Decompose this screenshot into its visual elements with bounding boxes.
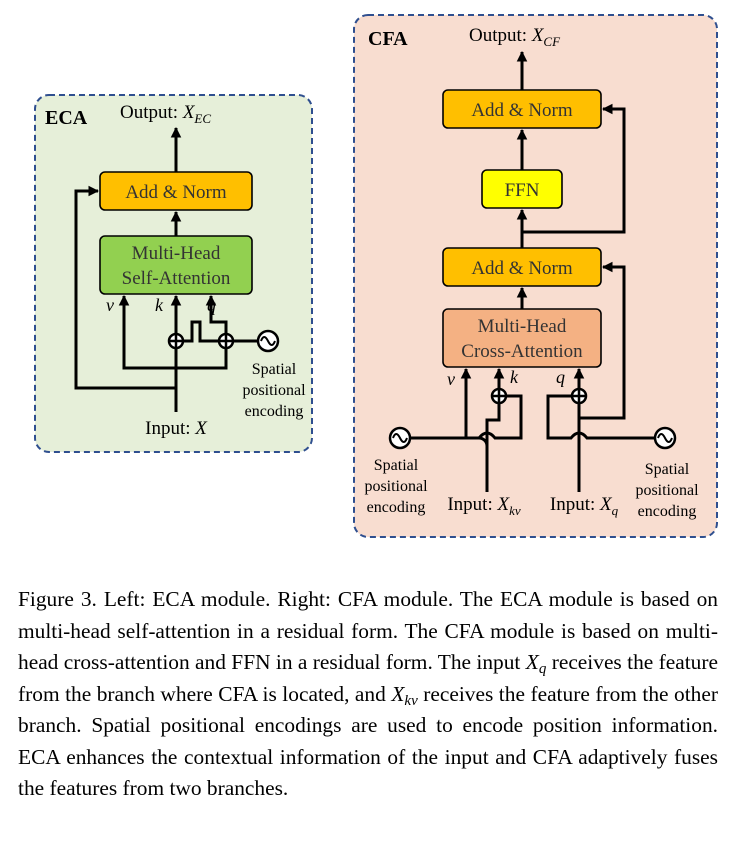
eca-spatial-line1: Spatial [252, 361, 297, 378]
cfa-v-label: v [447, 369, 455, 389]
cfa-bottom-residual-arrow [579, 261, 626, 420]
cfa-top-residual-arrow [522, 103, 626, 234]
caption-xq-sub: q [538, 661, 547, 677]
cfa-left-positional-encoding-icon [388, 426, 412, 450]
eca-attention-line2: Self-Attention [122, 268, 231, 289]
eca-add-k-icon [167, 332, 185, 350]
eca-connections [74, 126, 258, 412]
cfa-panel: CFA Output: XCF Add & Norm FFN Add & Nor… [353, 14, 718, 538]
eca-k-label: k [155, 295, 164, 315]
cfa-right-spatial-line3: encoding [638, 503, 697, 520]
eca-residual-arrow [74, 185, 176, 390]
cfa-ffn-label: FFN [505, 180, 540, 201]
caption-text-1: Figure 3. Left: ECA module. Right: CFA m… [18, 587, 718, 674]
eca-add-q-icon [217, 332, 235, 350]
cfa-add-norm-bottom-label: Add & Norm [471, 258, 573, 279]
eca-q-input-branch [176, 347, 228, 370]
caption-text-3: receives the feature from the other bran… [18, 681, 718, 801]
caption-xkv-var: X [391, 681, 405, 706]
figure-caption: Figure 3. Left: ECA module. Right: CFA m… [18, 584, 718, 805]
cfa-add-q-icon [570, 387, 588, 405]
eca-title: ECA [45, 107, 88, 129]
cfa-left-spatial-hop [477, 394, 523, 440]
eca-v-arrow [118, 294, 176, 370]
cfa-add-k-icon [490, 387, 508, 405]
cfa-input-kv-label: Input: Xkv [447, 494, 521, 518]
eca-spatial-line2: positional [242, 382, 306, 399]
cfa-attention-line2: Cross-Attention [461, 341, 583, 362]
caption-xq-var: X [525, 650, 539, 674]
eca-attention-line1: Multi-Head [132, 243, 221, 264]
eca-positional-encoding-icon [256, 329, 280, 353]
eca-v-label: v [106, 295, 114, 315]
cfa-left-spatial-line3: encoding [367, 499, 426, 516]
eca-output-label: Output: XEC [120, 102, 211, 126]
cfa-left-spatial-line2: positional [364, 478, 428, 495]
cfa-q-label: q [556, 367, 565, 387]
eca-q-arrow [205, 294, 228, 334]
eca-input-label: Input: X [145, 418, 208, 439]
cfa-title: CFA [368, 28, 408, 50]
cfa-right-spatial-line1: Spatial [645, 461, 690, 478]
cfa-attention-line1: Multi-Head [478, 316, 567, 337]
cfa-k-label: k [510, 367, 519, 387]
cfa-output-label: Output: XCF [469, 25, 561, 49]
caption-text-2: receives the feature from the branch whe… [18, 650, 718, 706]
cfa-connections [410, 50, 655, 492]
cfa-left-spatial-line1: Spatial [374, 457, 419, 474]
cfa-input-q-label: Input: Xq [550, 494, 619, 518]
cfa-add-norm-top-label: Add & Norm [471, 100, 573, 121]
cfa-right-spatial-line [546, 394, 655, 440]
eca-panel: ECA Output: XEC Add & Norm Multi-Head Se… [34, 94, 313, 453]
cfa-right-spatial-line2: positional [635, 482, 699, 499]
eca-pos-to-k-hop [183, 320, 226, 343]
eca-spatial-line3: encoding [245, 403, 304, 420]
caption-xkv-sub: kv [404, 692, 418, 709]
architecture-diagram: ECA Output: XEC Add & Norm Multi-Head Se… [34, 14, 718, 538]
cfa-right-positional-encoding-icon [653, 426, 677, 450]
eca-add-norm-label: Add & Norm [125, 182, 227, 203]
